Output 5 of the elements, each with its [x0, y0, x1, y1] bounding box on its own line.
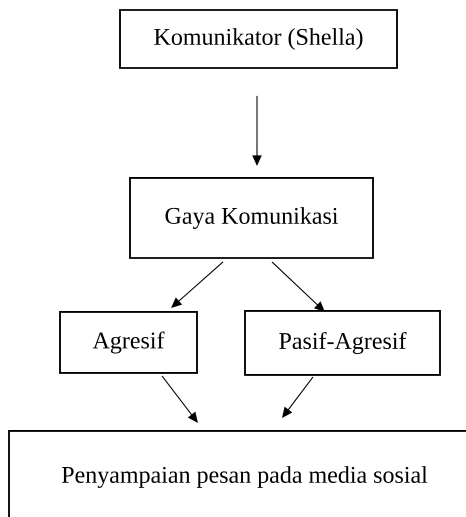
process-box: Pasif-Agresif — [244, 310, 441, 376]
process-box: Agresif — [59, 311, 198, 374]
process-box: Komunikator (Shella) — [119, 9, 398, 69]
process-box: Penyampaian pesan pada media sosial — [8, 430, 466, 517]
process-box: Gaya Komunikasi — [129, 177, 374, 259]
